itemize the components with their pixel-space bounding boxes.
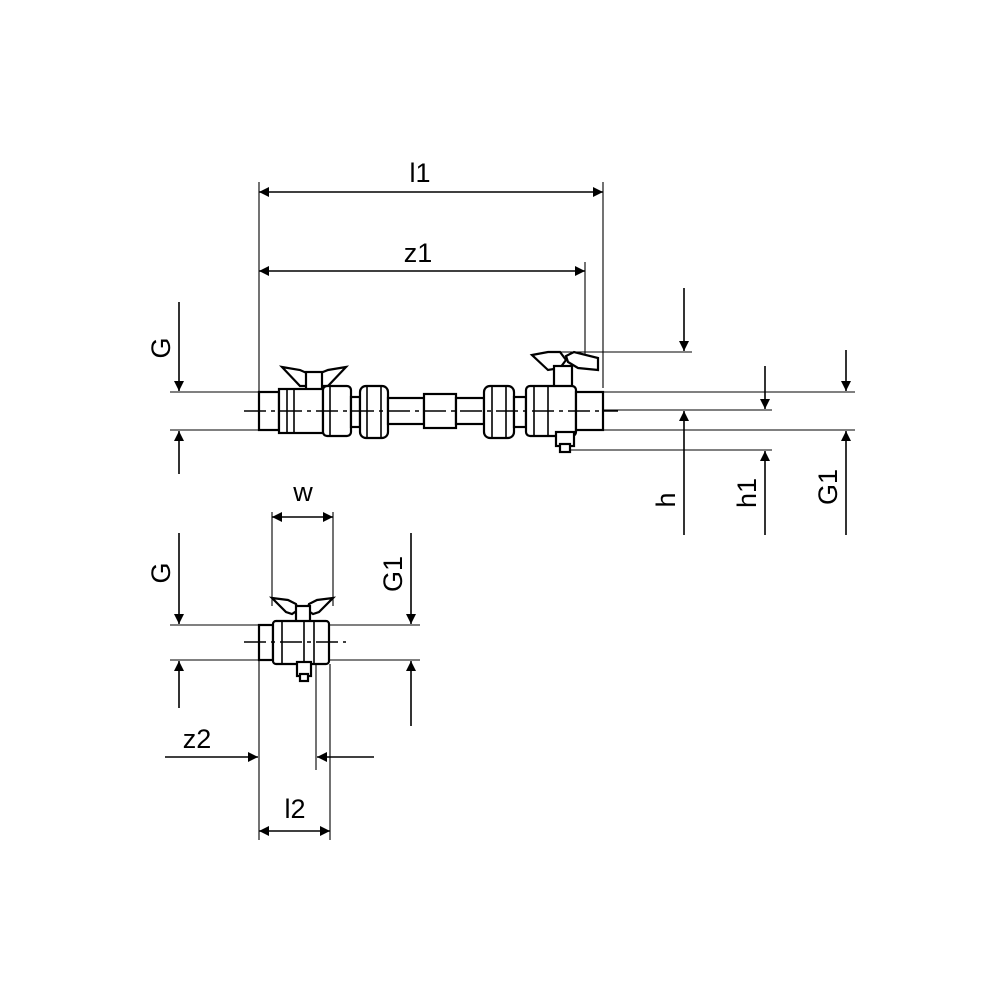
left-union-fitting bbox=[349, 384, 390, 440]
label-h: h bbox=[651, 492, 681, 507]
side-valve-drain-cap bbox=[298, 672, 310, 683]
side-ball-valve bbox=[257, 596, 337, 683]
right-valve-handle-wing bbox=[564, 350, 600, 372]
left-ball-valve bbox=[257, 365, 353, 438]
label-side-G1: G1 bbox=[378, 556, 408, 592]
valve-side-view: w G G1 z2 bbox=[146, 477, 420, 840]
label-l1: l1 bbox=[409, 158, 430, 188]
label-l2: l2 bbox=[284, 794, 305, 824]
label-side-G: G bbox=[146, 562, 176, 583]
right-valve-stem bbox=[552, 364, 574, 390]
assembly-top-view: l1 z1 G h h1 G1 bbox=[146, 158, 855, 535]
right-ball-valve bbox=[524, 350, 605, 454]
drain-cock-cap bbox=[558, 442, 572, 454]
label-z2: z2 bbox=[183, 724, 212, 754]
label-h1: h1 bbox=[732, 478, 762, 508]
label-w: w bbox=[292, 477, 313, 507]
right-union-fitting bbox=[482, 384, 528, 440]
label-z1: z1 bbox=[404, 238, 433, 268]
label-G: G bbox=[146, 337, 176, 358]
side-valve-handle bbox=[268, 596, 300, 616]
label-G1: G1 bbox=[813, 469, 843, 505]
